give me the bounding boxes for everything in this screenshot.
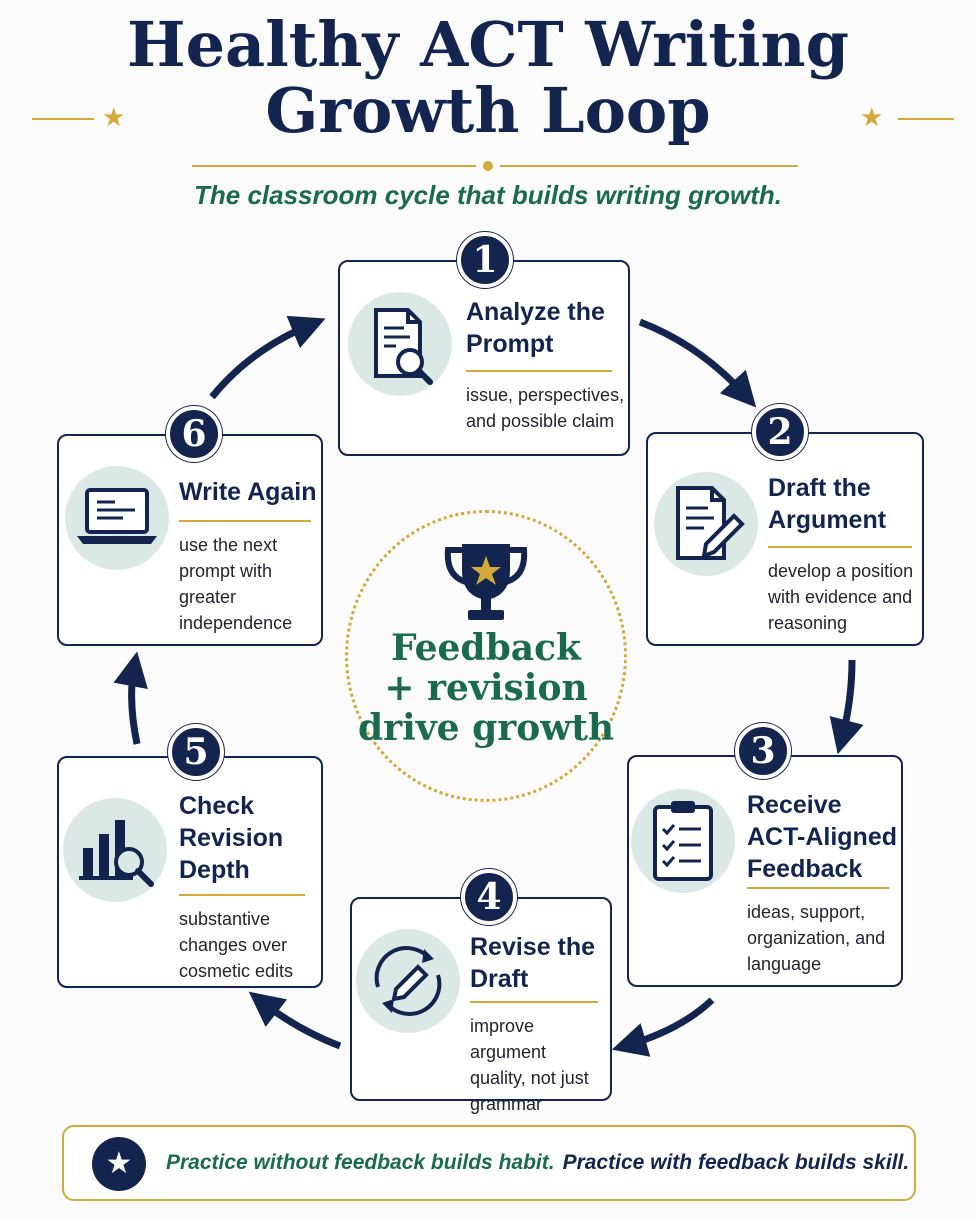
arrow-6-to-1 (209, 315, 326, 400)
step-3-rule (747, 887, 889, 889)
arrow-5-to-6 (113, 651, 148, 745)
center-line-2: + revision (384, 667, 588, 709)
arrow-3-to-4 (611, 997, 715, 1057)
step-2-number: 2 (752, 404, 808, 460)
step-2-rule (768, 546, 912, 548)
laptop-icon (77, 488, 157, 544)
step-4-number: 4 (461, 869, 517, 925)
step-5-rule (179, 894, 305, 896)
banner-text: Practice without feedback builds habit. P… (166, 1151, 909, 1175)
document-pencil-icon (676, 486, 745, 560)
icon-circle (65, 466, 169, 570)
center-circle (345, 510, 627, 802)
step-1-number: 1 (457, 232, 513, 288)
star-icon-left: ★ (102, 102, 126, 132)
step-1-rule (466, 370, 612, 372)
step-1-description: issue, perspectives,and possible claim (466, 385, 625, 431)
ornament-line-right (898, 118, 954, 120)
step-5-number: 5 (168, 724, 224, 780)
bottom-banner: ★ Practice without feedback builds habit… (62, 1125, 916, 1201)
step-6-rule (179, 520, 311, 522)
banner-text-2: Practice with feedback builds skill. (562, 1151, 910, 1174)
title-underline-right (500, 165, 798, 167)
step-4-rule (470, 1001, 598, 1003)
star-icon-right: ★ (860, 102, 884, 132)
page-title: Healthy ACT Writing Growth Loop (0, 12, 976, 144)
step-3-number: 3 (735, 723, 791, 779)
icon-circle (654, 472, 758, 576)
title-line-1: Healthy ACT Writing (127, 8, 849, 81)
chart-search-icon (79, 820, 154, 887)
title-underline-dot (483, 161, 493, 171)
center-line-1: Feedback (391, 627, 581, 669)
icon-circle (356, 929, 460, 1033)
subtitle: The classroom cycle that builds writing … (194, 180, 782, 210)
clipboard-checklist-icon (653, 801, 713, 881)
arrow-1-to-2 (638, 318, 757, 408)
title-underline-left (192, 165, 476, 167)
document-search-icon (374, 308, 433, 385)
title-line-2: Growth Loop (265, 74, 711, 147)
banner-text-1: Practice without feedback builds habit. (166, 1151, 555, 1174)
ornament-line-left (32, 118, 94, 120)
trophy-icon (444, 544, 528, 620)
step-6-title: Write Again (179, 478, 317, 506)
icon-circle (63, 798, 167, 902)
center-message: Feedback + revision drive growth (345, 628, 627, 748)
arrow-4-to-5 (248, 991, 342, 1050)
star-icon: ★ (92, 1137, 146, 1191)
pencil-cycle-icon (374, 946, 442, 1016)
icon-circle (631, 789, 735, 893)
center-line-3: drive growth (357, 707, 615, 749)
icon-circle (348, 292, 452, 396)
arrow-2-to-3 (829, 659, 864, 755)
step-6-number: 6 (166, 406, 222, 462)
